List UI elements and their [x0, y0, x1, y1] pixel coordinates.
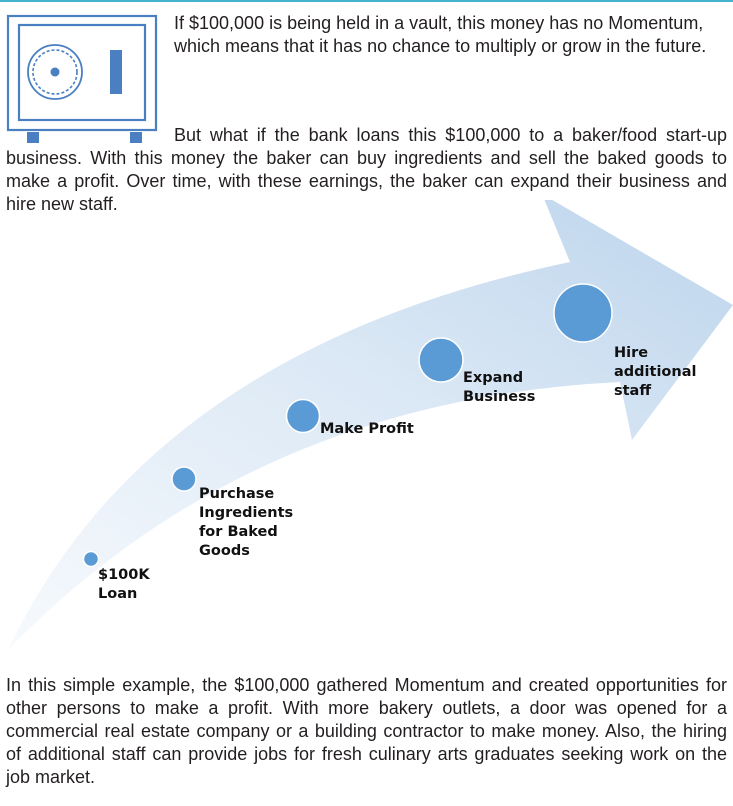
intro-paragraph-2: But what if the bank loans this $100,000…	[6, 125, 727, 214]
step-1-label: $100K Loan	[98, 567, 155, 602]
step-2-label-line-3: for Baked	[199, 524, 278, 540]
step-5-label: Hire additional staff	[614, 345, 702, 399]
growth-arrow-diagram: $100K Loan Purchase Ingredients for Bake…	[8, 200, 733, 650]
step-3-circle	[285, 398, 321, 434]
step-5-label-line-1: Hire	[614, 345, 648, 361]
step-2-label: Purchase Ingredients for Baked Goods	[199, 486, 298, 559]
step-4-circle	[418, 337, 464, 383]
conclusion-paragraph: In this simple example, the $100,000 gat…	[6, 675, 727, 787]
step-1-label-line-1: $100K	[98, 567, 150, 583]
step-5-label-line-3: staff	[614, 383, 651, 399]
intro-paragraph-1: If $100,000 is being held in a vault, th…	[174, 13, 707, 56]
step-3-label: Make Profit	[320, 421, 414, 437]
step-4-label-line-2: Business	[463, 389, 535, 405]
step-5-label-line-2: additional	[614, 364, 696, 380]
growth-arrow	[8, 200, 733, 650]
top-rule	[0, 0, 733, 2]
step-5-circle	[553, 283, 613, 343]
step-1-label-line-2: Loan	[98, 586, 137, 602]
step-1-circle	[82, 550, 100, 568]
step-2-label-line-4: Goods	[199, 543, 250, 559]
vault-safe-icon	[6, 14, 158, 143]
step-4-label-line-1: Expand	[463, 370, 523, 386]
step-3-label-line-1: Make Profit	[320, 421, 414, 437]
step-2-label-line-1: Purchase	[199, 486, 274, 502]
step-2-label-line-2: Ingredients	[199, 505, 293, 521]
step-2-circle	[171, 466, 197, 492]
step-4-label: Expand Business	[463, 370, 535, 405]
